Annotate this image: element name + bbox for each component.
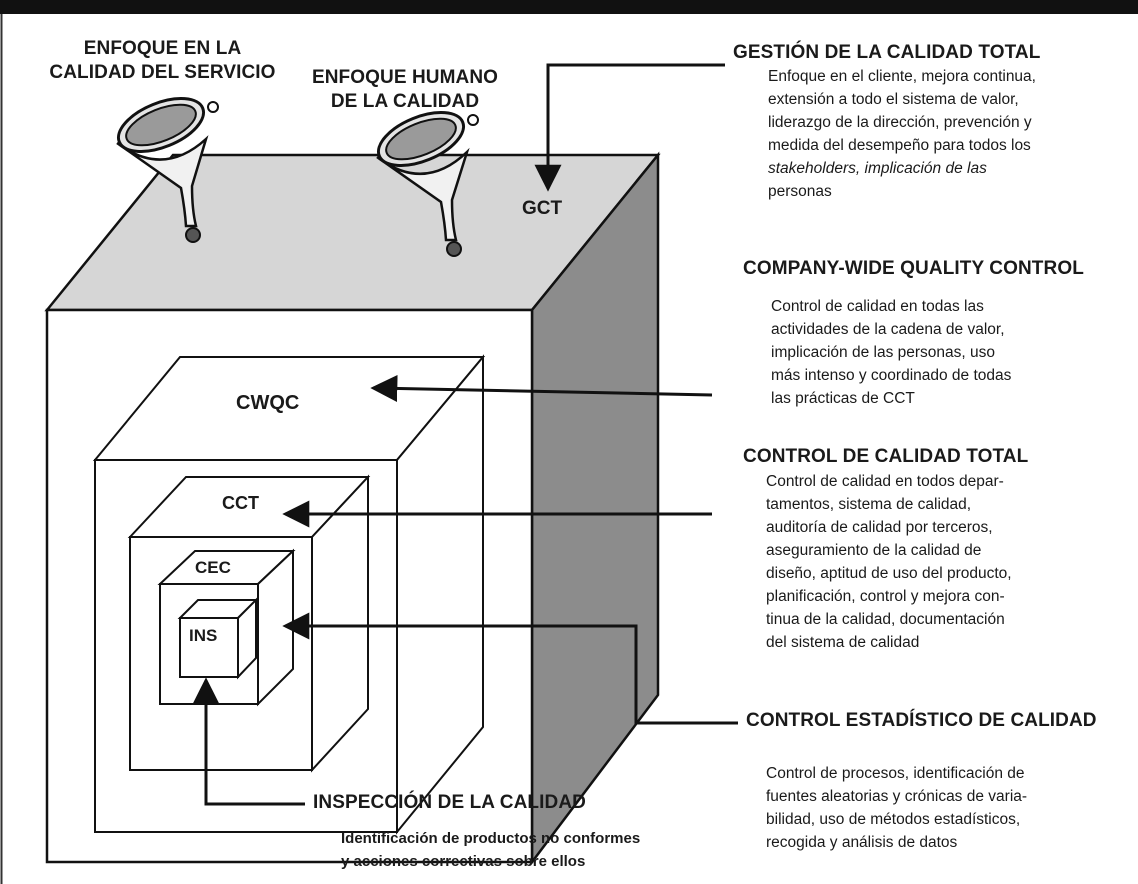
cec-description: Control de procesos, identificación de f…: [766, 762, 1027, 854]
cwqc-line: Control de calidad en todas las: [771, 298, 984, 315]
cct-line: aseguramiento de la calidad de: [766, 542, 982, 559]
gct-line: extensión a todo el sistema de valor,: [768, 91, 1019, 108]
cct-line: auditoría de calidad por terceros,: [766, 519, 993, 536]
ins-line: Identificación de productos no conformes: [341, 830, 641, 847]
gct-cube-label: GCT: [522, 198, 563, 219]
cec-line: recogida y análisis de datos: [766, 834, 958, 851]
cec-title: CONTROL ESTADÍSTICO DE CALIDAD: [746, 710, 1097, 731]
cct-cube-label: CCT: [222, 493, 259, 513]
cwqc-arrow: [370, 375, 713, 402]
cwqc-line: más intenso y coordinado de todas: [771, 367, 1012, 384]
cct-line: diseño, aptitud de uso del producto,: [766, 565, 1012, 582]
cec-arrow: [282, 612, 738, 725]
cwqc-title: COMPANY-WIDE QUALITY CONTROL: [743, 258, 1084, 279]
cct-line: tinua de la calidad, documentación: [766, 611, 1005, 628]
gct-description: Enfoque en el cliente, mejora continua, …: [768, 65, 1036, 203]
connector-arrows: [192, 63, 738, 806]
cwqc-cube-label: CWQC: [236, 392, 300, 414]
gct-line: medida del desempeño para todos los: [768, 137, 1031, 154]
human-quality-label-line-2: DE LA CALIDAD: [330, 91, 480, 112]
ins-arrow: [192, 677, 305, 806]
gct-line: stakeholders, implicación de las: [768, 157, 1036, 180]
service-funnel-icon: [116, 97, 219, 243]
cct-line: planificación, control y mejora con-: [766, 588, 1005, 605]
cwqc-line: implicación de las personas, uso: [771, 344, 996, 361]
gct-line: personas: [768, 183, 832, 200]
cct-line: Control de calidad en todos depar-: [766, 473, 1004, 490]
service-quality-label: ENFOQUE EN LA CALIDAD DEL SERVICIO: [30, 37, 295, 85]
ins-line: y acciones correctivas sobre ellos: [341, 853, 586, 870]
service-quality-label-line-1: ENFOQUE EN LA: [83, 38, 242, 59]
cct-line: del sistema de calidad: [766, 634, 920, 651]
human-funnel-icon: [376, 111, 479, 257]
cwqc-line: las prácticas de CCT: [771, 390, 915, 407]
gct-line: Enfoque en el cliente, mejora continua,: [768, 68, 1036, 85]
gct-title: GESTIÓN DE LA CALIDAD TOTAL: [733, 42, 1041, 63]
cec-cube-label: CEC: [195, 558, 231, 577]
human-quality-label: ENFOQUE HUMANO DE LA CALIDAD: [295, 66, 515, 114]
human-quality-label-line-1: ENFOQUE HUMANO: [311, 67, 499, 88]
cwqc-line: actividades de la cadena de valor,: [771, 321, 1005, 338]
cwqc-description: Control de calidad en todas las activida…: [771, 295, 1011, 410]
ins-description: Identificación de productos no conformes…: [341, 827, 640, 873]
ins-title: INSPECCIÓN DE LA CALIDAD: [313, 792, 586, 813]
ins-cube-label: INS: [189, 626, 218, 645]
gct-arrow: [534, 63, 725, 192]
gct-line-text: stakeholders, implicación de las: [768, 160, 987, 177]
cct-description: Control de calidad en todos depar- tamen…: [766, 470, 1012, 654]
service-quality-label-line-2: CALIDAD DEL SERVICIO: [49, 62, 276, 83]
cec-line: Control de procesos, identificación de: [766, 765, 1025, 782]
cct-line: tamentos, sistema de calidad,: [766, 496, 972, 513]
top-frame-bar: [0, 0, 1138, 14]
gct-line: liderazgo de la dirección, prevención y: [768, 114, 1032, 131]
cec-line: bilidad, uso de métodos estadísticos,: [766, 811, 1021, 828]
ins-cube: [177, 597, 259, 680]
cec-line: fuentes aleatorias y crónicas de varia-: [766, 788, 1028, 805]
cct-title: CONTROL DE CALIDAD TOTAL: [743, 446, 1029, 467]
